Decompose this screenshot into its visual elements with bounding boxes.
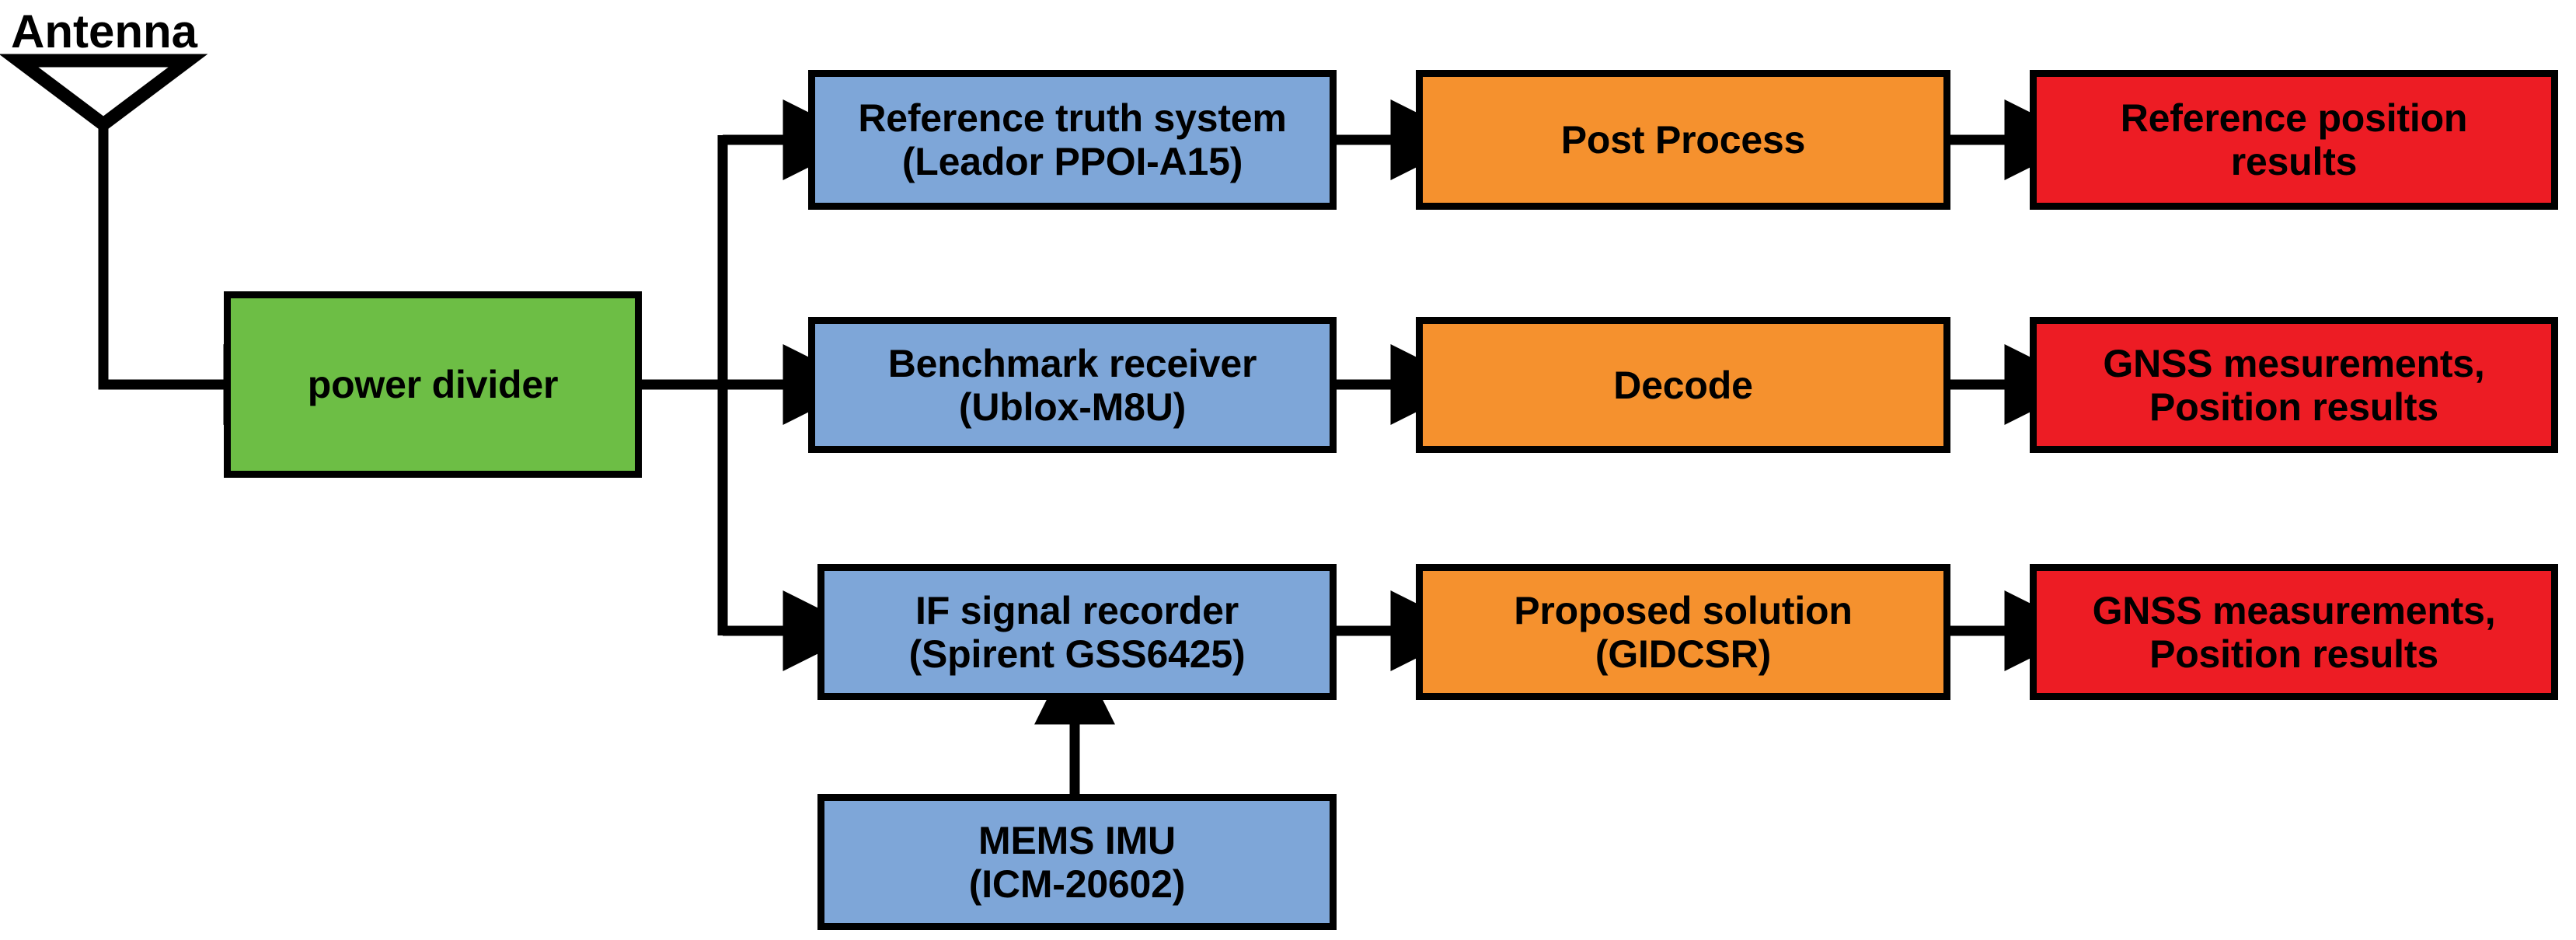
node-proposed-solution[interactable]: Proposed solution (GIDCSR): [1416, 564, 1950, 700]
node-if-signal-recorder[interactable]: IF signal recorder (Spirent GSS6425): [817, 564, 1337, 700]
power-divider-label: power divider: [307, 363, 559, 406]
node-gnss-measurements-benchmark[interactable]: GNSS mesurements, Position results: [2030, 317, 2558, 453]
mems-imu-label: MEMS IMU (ICM-20602): [968, 818, 1186, 906]
edge-power-divider-to-trunk: [639, 135, 728, 635]
if-signal-recorder-label: IF signal recorder (Spirent GSS6425): [908, 588, 1246, 676]
node-benchmark-receiver[interactable]: Benchmark receiver (Ublox-M8U): [808, 317, 1337, 453]
benchmark-receiver-label: Benchmark receiver (Ublox-M8U): [887, 341, 1257, 429]
node-decode[interactable]: Decode: [1416, 317, 1950, 453]
gnss-measurements-benchmark-label: GNSS mesurements, Position results: [2103, 341, 2485, 429]
reference-position-results-label: Reference position results: [2120, 96, 2468, 183]
node-reference-truth-system[interactable]: Reference truth system (Leador PPOI-A15): [808, 70, 1337, 210]
reference-truth-system-label: Reference truth system (Leador PPOI-A15): [858, 96, 1287, 183]
node-post-process[interactable]: Post Process: [1416, 70, 1950, 210]
node-gnss-measurements-proposed[interactable]: GNSS measurements, Position results: [2030, 564, 2558, 700]
post-process-label: Post Process: [1560, 118, 1806, 162]
gnss-measurements-proposed-label: GNSS measurements, Position results: [2092, 588, 2496, 676]
antenna-icon: [0, 54, 208, 385]
edge-antenna-to-power-divider: [98, 344, 305, 425]
node-reference-position-results[interactable]: Reference position results: [2030, 70, 2558, 210]
node-power-divider[interactable]: power divider: [224, 291, 642, 478]
node-mems-imu[interactable]: MEMS IMU (ICM-20602): [817, 794, 1337, 930]
antenna-label: Antenna: [11, 5, 197, 57]
proposed-solution-label: Proposed solution (GIDCSR): [1514, 588, 1853, 676]
decode-label: Decode: [1613, 363, 1753, 407]
